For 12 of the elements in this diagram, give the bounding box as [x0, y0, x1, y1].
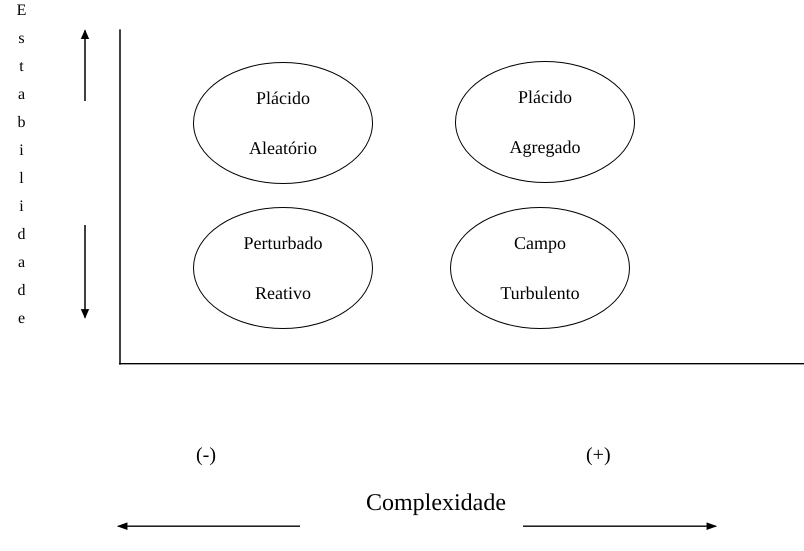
axis-title: Complexidade [366, 490, 506, 517]
axis-sign: (+) [586, 444, 611, 467]
ellipse [450, 207, 630, 329]
quadrant-label: Perturbado Reativo [242, 232, 324, 305]
quadrant-label: Plácido Aleatório [248, 87, 318, 160]
axis-title: Estabilidade [12, 2, 30, 338]
quadrant-label: Campo Turbulento [499, 232, 581, 305]
ellipse [193, 207, 373, 329]
axis-sign: (-) [196, 444, 216, 467]
quadrant-label: Plácido Agregado [508, 86, 582, 159]
ellipse [193, 62, 373, 184]
ellipse [455, 61, 635, 183]
